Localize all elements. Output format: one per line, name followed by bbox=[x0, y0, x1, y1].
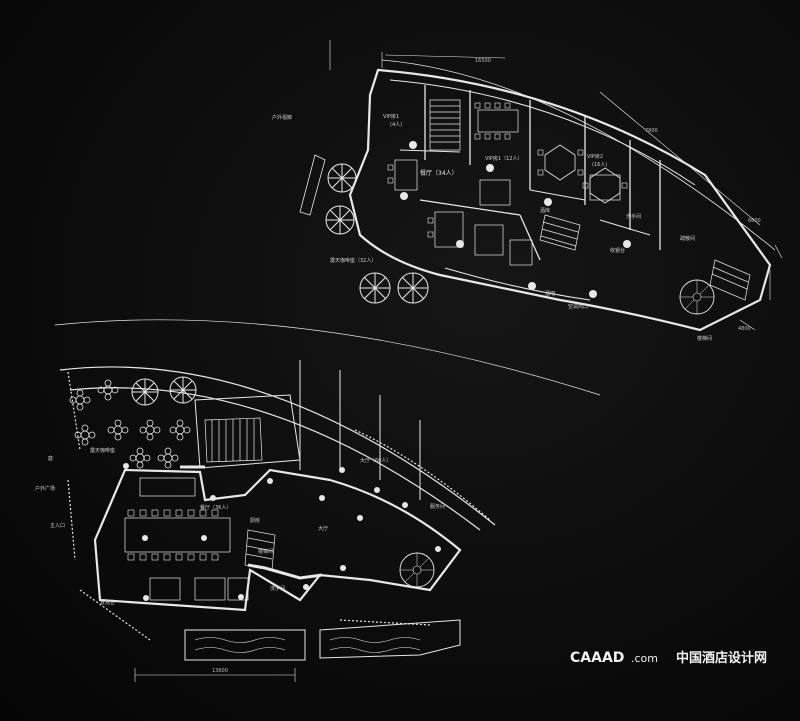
label-cashier: 收银台 bbox=[610, 247, 625, 254]
upper-umbrella-group bbox=[325, 163, 429, 304]
lower-umbrella-group bbox=[131, 376, 197, 406]
label-landscape: 景观台 bbox=[100, 599, 115, 606]
label-bar: 酒库 bbox=[540, 207, 550, 214]
label-vip1: VIP房1 bbox=[383, 113, 399, 120]
dim-upper-4: 4800 bbox=[738, 326, 751, 332]
watermark-site-cn: 中国酒店设计网 bbox=[676, 650, 767, 666]
lower-water-pond bbox=[184, 619, 461, 661]
upper-stair-3 bbox=[709, 259, 751, 301]
watermark-domain: .com bbox=[631, 652, 658, 665]
label-outdoor-plaza: 户外广场 bbox=[35, 485, 55, 492]
dim-upper-1: 16500 bbox=[475, 58, 491, 64]
lower-floor-plan: 庭 户外广场 露天咖啡座 主入口 景观台 餐厅（36人） 厨房 大厅（60人） … bbox=[35, 319, 601, 682]
label-terrace-cafe-lower: 露天咖啡座 bbox=[90, 447, 115, 454]
label-terrace-cafe-upper: 露天咖啡座（32人） bbox=[330, 257, 376, 264]
label-dining: 餐厅（36人） bbox=[200, 504, 231, 511]
watermark-brand: CAAAD bbox=[570, 650, 624, 666]
dim-lower-1: 13600 bbox=[212, 668, 228, 674]
lower-terrace-tables bbox=[69, 379, 191, 469]
dim-upper-3: 6600 bbox=[748, 218, 761, 224]
lower-planters bbox=[67, 371, 491, 641]
label-dining-hall: 餐厅（34人） bbox=[420, 169, 458, 177]
label-stair-lower: 楼梯间 bbox=[258, 548, 273, 555]
upper-light-points bbox=[400, 141, 631, 298]
lower-stair-2 bbox=[244, 529, 276, 571]
lower-light-points bbox=[123, 463, 441, 601]
label-entrance: 主入口 bbox=[50, 522, 65, 529]
label-corridor: 疏散间 bbox=[680, 235, 695, 242]
label-garden: 庭 bbox=[48, 455, 53, 462]
label-vip3-cap: (16人) bbox=[592, 162, 607, 168]
label-service: 服务间 bbox=[430, 503, 445, 510]
upper-floor-plan: 户外视廊 VIP房1 (4人) 餐厅（34人） VIP房1（12人） VIP房2… bbox=[272, 40, 783, 342]
label-outdoor-view: 户外视廊 bbox=[272, 114, 292, 121]
label-stair-lobby: 楼梯间 bbox=[697, 335, 712, 342]
label-lounge: 酒吧 bbox=[545, 290, 555, 297]
label-vip1-cap: (4人) bbox=[390, 122, 402, 128]
watermark: CAAAD .com 中国酒店设计网 bbox=[570, 650, 767, 666]
upper-stair-2 bbox=[539, 214, 581, 251]
label-restroom-lower: 洗手间 bbox=[270, 585, 285, 592]
label-aircon: 空调风口 bbox=[568, 303, 588, 310]
label-vip2: VIP房1（12人） bbox=[485, 155, 522, 162]
label-hall: 大厅 bbox=[318, 525, 328, 532]
label-kitchen: 厨房 bbox=[250, 517, 260, 524]
upper-stair-1 bbox=[429, 99, 461, 151]
label-restroom: 洗手间 bbox=[626, 213, 641, 220]
label-vip3: VIP房2 bbox=[587, 153, 603, 160]
label-lounge-60: 大厅（60人） bbox=[360, 457, 391, 464]
lower-stair-1 bbox=[204, 417, 263, 463]
dim-upper-2: 7800 bbox=[645, 128, 658, 134]
